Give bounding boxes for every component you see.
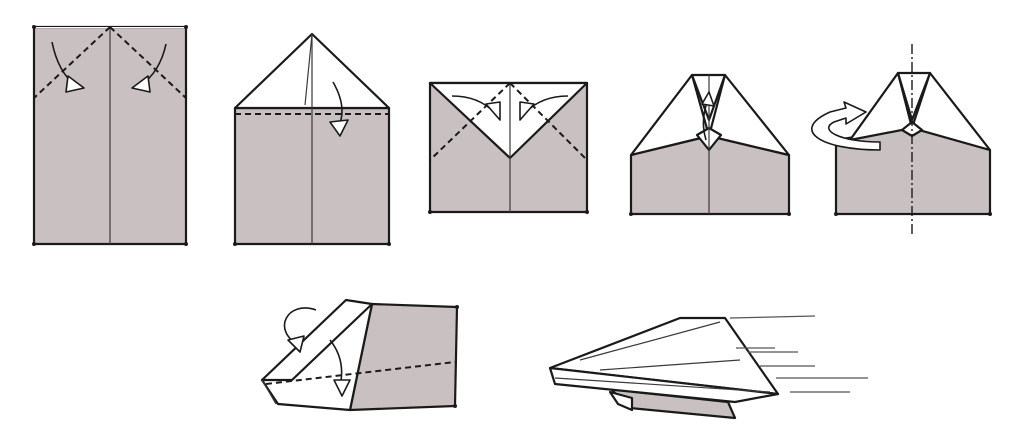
step-7-tail-fin <box>608 390 634 412</box>
step-1-corner <box>32 25 36 29</box>
step-3-arrow-right-head <box>519 101 535 121</box>
step-2-crease-left <box>304 33 313 106</box>
step-7-speed-line <box>729 315 816 319</box>
step-3-corner <box>585 210 589 214</box>
step-1-corner <box>184 242 188 246</box>
step-4-arrow-head <box>701 91 715 107</box>
step-5-rotate-arrow <box>811 101 881 151</box>
step-7-crease-1 <box>579 321 721 361</box>
step-7 <box>548 315 868 420</box>
step-3-fold-line-right <box>509 82 588 161</box>
step-2-corner <box>233 242 237 246</box>
step-4-corner <box>629 212 633 216</box>
step-1-fold-line-right <box>109 26 187 99</box>
step-4-left-flap <box>629 73 711 157</box>
step-7-crease-3 <box>554 377 771 393</box>
step-3-arrow-left-head <box>485 101 501 121</box>
step-6 <box>260 298 459 412</box>
step-6-crease <box>261 379 277 405</box>
step-4-corner <box>787 212 791 216</box>
step-5 <box>811 44 992 236</box>
step-6-corner <box>455 305 459 309</box>
step-5-left-flap <box>848 71 914 142</box>
step-1-arrow-right-head <box>131 75 151 93</box>
step-7-crease-2 <box>599 359 741 371</box>
step-5-top-flap <box>896 71 932 122</box>
step-1-corner <box>184 25 188 29</box>
step-1-corner <box>32 242 36 246</box>
step-4-right-flap <box>707 73 791 157</box>
step-3-fold-line-left <box>429 82 511 161</box>
step-6-fold-line <box>265 361 456 385</box>
step-3-corner <box>428 210 432 214</box>
step-5-corner <box>834 212 838 216</box>
step-6-arrow-rotate-head <box>287 335 305 353</box>
step-5-corner <box>988 212 992 216</box>
step-2-arrow-head <box>329 119 349 137</box>
step-2-corner <box>387 242 391 246</box>
step-5-right-flap <box>910 71 992 152</box>
step-2 <box>233 32 391 246</box>
step-4 <box>629 73 791 216</box>
step-6-corner <box>453 404 457 408</box>
step-1-arrow-left-head <box>65 75 85 93</box>
step-1 <box>32 25 188 246</box>
step-3 <box>428 81 589 214</box>
step-1-fold-line-left <box>33 26 111 99</box>
step-6-arrow-down-head <box>333 379 351 397</box>
step-6-wing-front <box>260 298 374 382</box>
